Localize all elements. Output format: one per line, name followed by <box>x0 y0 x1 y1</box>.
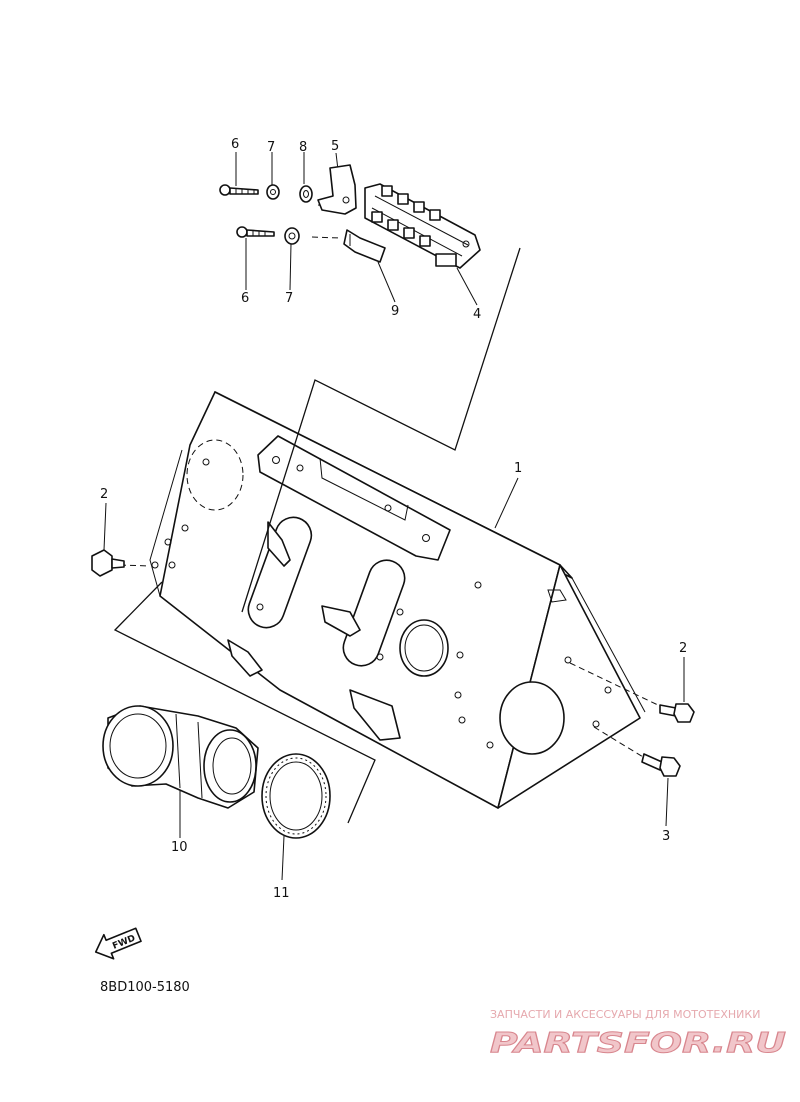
bolt-lower-part <box>641 753 681 777</box>
stay-bracket-part <box>317 164 357 215</box>
callout-6-bottom: 6 <box>241 291 249 306</box>
callout-2-left: 2 <box>100 487 108 502</box>
clamp-part <box>343 229 386 263</box>
callout-5: 5 <box>331 139 339 154</box>
callout-2-right: 2 <box>679 641 687 656</box>
washer-part <box>299 185 313 203</box>
watermark-subtitle: ЗАПЧАСТИ И АКСЕССУАРЫ ДЛЯ МОТОТЕХНИКИ <box>490 1008 760 1021</box>
callout-10: 10 <box>171 840 188 855</box>
screw-upper-part <box>219 184 259 196</box>
callout-8: 8 <box>299 140 307 155</box>
leader-lines <box>103 152 685 881</box>
callout-9: 9 <box>391 304 399 319</box>
callout-4: 4 <box>473 307 481 322</box>
figure-code: 8BD100-5180 <box>100 980 190 995</box>
intake-joint-part <box>102 705 259 809</box>
callout-3: 3 <box>662 829 670 844</box>
connector-block-part <box>364 183 481 269</box>
callout-6-top: 6 <box>231 137 239 152</box>
watermark-logo: PARTSFOR.RU <box>490 1026 786 1059</box>
bolt-left-part <box>91 549 125 577</box>
watermark: ЗАПЧАСТИ И АКСЕССУАРЫ ДЛЯ МОТОТЕХНИКИ PA… <box>490 1008 787 1060</box>
callout-11: 11 <box>273 886 290 901</box>
gasket-ring-part <box>261 753 331 839</box>
callout-labels: 1 2 2 3 4 5 6 6 7 7 8 9 10 11 <box>100 137 687 901</box>
callout-1: 1 <box>514 461 522 476</box>
bolt-right-part <box>659 703 695 723</box>
bracket-panel-part <box>149 391 646 809</box>
callout-7-bottom: 7 <box>285 291 293 306</box>
nut-upper-part <box>266 184 280 200</box>
nut-lower-part <box>284 227 300 245</box>
screw-lower-part <box>236 226 275 238</box>
fwd-arrow-icon: FWD <box>94 927 142 960</box>
callout-7-top: 7 <box>267 140 275 155</box>
